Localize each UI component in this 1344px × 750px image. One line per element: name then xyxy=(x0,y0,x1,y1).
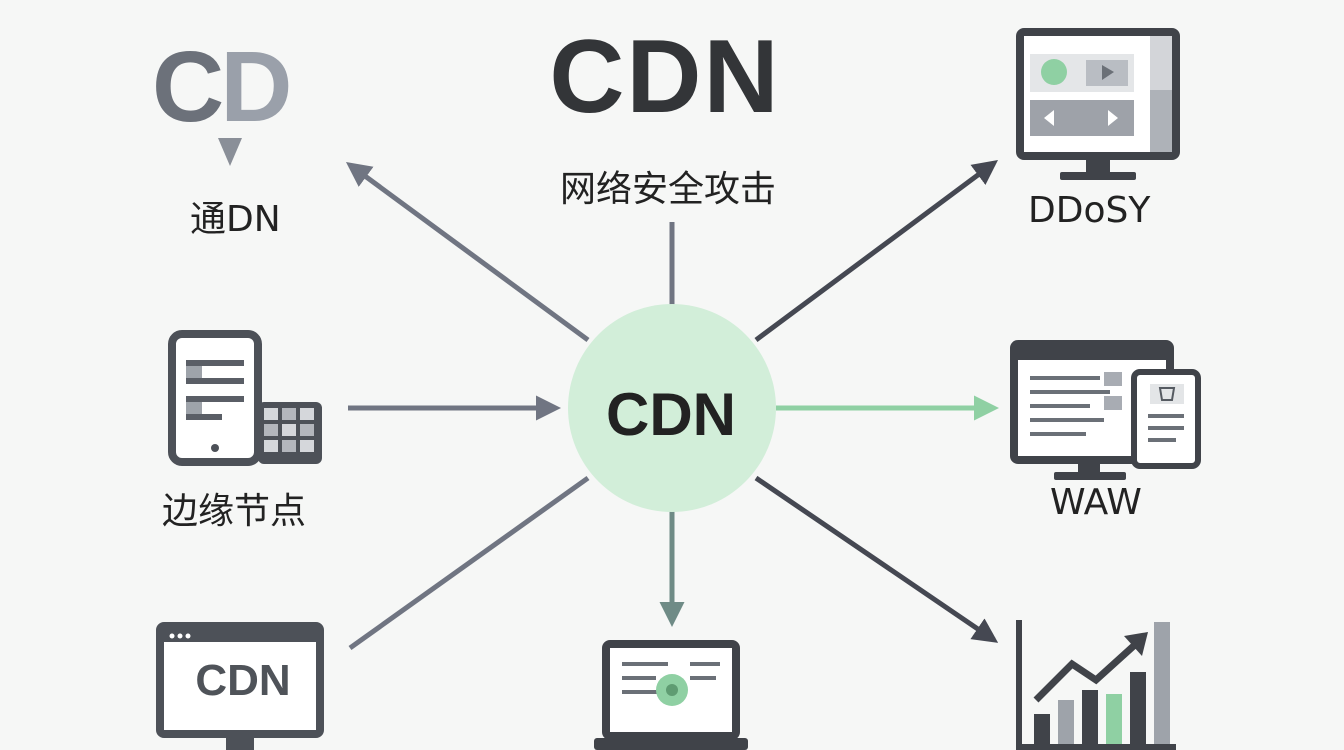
logo-letter-c: C xyxy=(152,31,224,143)
logo-letter-d: D xyxy=(220,31,292,143)
laptop-icon xyxy=(594,640,748,750)
monitor-icon xyxy=(1016,28,1180,180)
phone-icon xyxy=(168,330,262,466)
cd-logo: CD xyxy=(152,30,292,145)
chevron-down-icon xyxy=(218,138,242,166)
server-grid-icon xyxy=(258,402,322,464)
monitor-screen-text: CDN xyxy=(195,656,291,705)
label-top-left: 通DN xyxy=(190,199,281,240)
line-bottom-left xyxy=(348,475,590,651)
monitor-tablet-icon xyxy=(1010,340,1201,480)
arrow-top-left xyxy=(345,162,590,343)
center-node-label: CDN xyxy=(606,381,736,448)
label-mid-left: 边缘节点 xyxy=(162,491,307,532)
center-node xyxy=(568,304,776,512)
label-top-right: DDoSY xyxy=(1028,190,1151,231)
arrow-bottom-right xyxy=(754,475,999,643)
bar-chart-icon xyxy=(1016,620,1176,750)
arrow-top-right xyxy=(754,160,999,343)
label-mid-right: WAW xyxy=(1050,482,1142,523)
monitor-icon xyxy=(156,622,324,750)
diagram-title: CDN xyxy=(549,19,781,135)
diagram-subtitle: 网络安全攻击 xyxy=(560,169,777,210)
